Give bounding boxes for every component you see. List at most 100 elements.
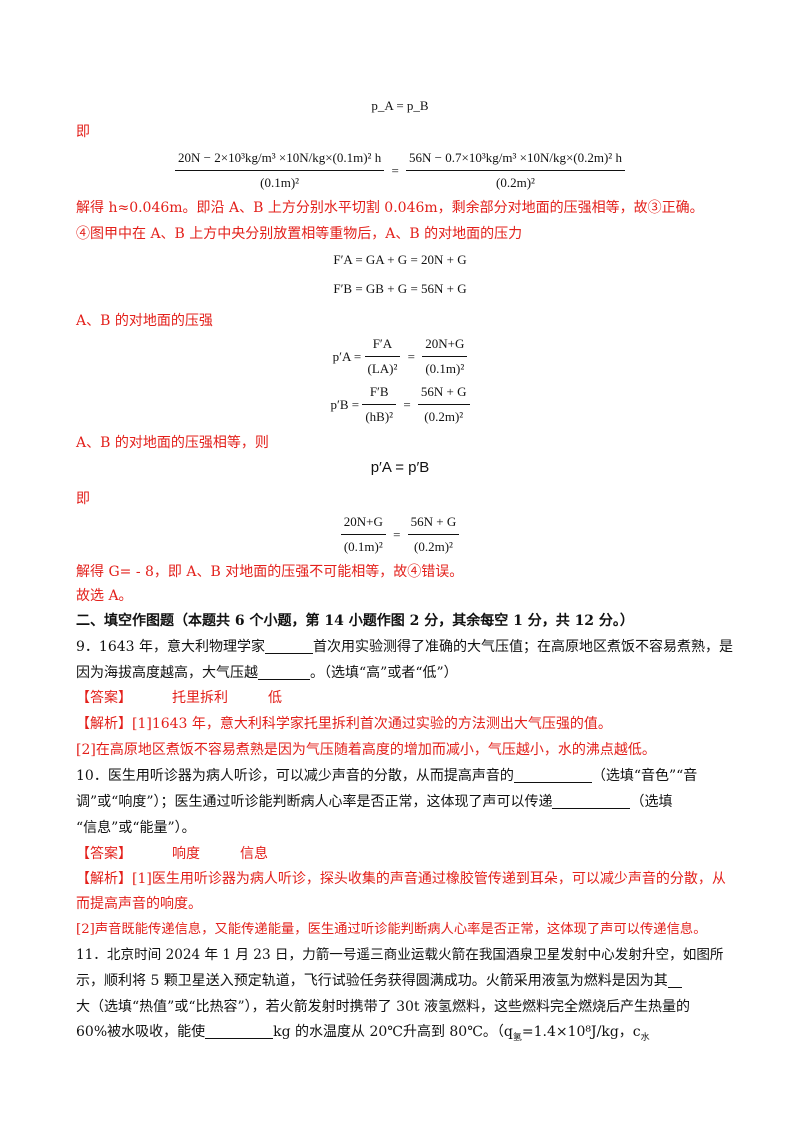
- text: [1]医生用听诊器为病人听诊，探头收集的声音通过橡胶管传递到耳朵，可以减少声音的…: [132, 871, 726, 887]
- text: 大（选填“热值”或“比热容”），若火箭发射时携带了 30t 液氢燃料，这些燃料完…: [76, 999, 690, 1015]
- question-10-explanation-1: 【解析】[1]医生用听诊器为病人听诊，探头收集的声音通过橡胶管传递到耳朵，可以减…: [76, 869, 730, 889]
- numerator: 20N − 2×10³kg/m³ ×10N/kg×(0.1m)² h: [175, 148, 385, 171]
- equals-sign: =: [403, 396, 411, 412]
- numerator: 56N − 0.7×10³kg/m³ ×10N/kg×(0.2m)² h: [406, 148, 625, 171]
- text: 首次用实验测得了准确的大气压值；在高原地区煮饭不容易煮熟，是: [313, 639, 733, 655]
- answer-blank[interactable]: [513, 768, 592, 783]
- text: [2]声音既能传递信息，又能传递能量，医生通过听诊能判断病人心率是否正常，这体现…: [76, 922, 707, 937]
- lhs: p′A =: [332, 348, 362, 364]
- numerator: 20N+G: [340, 512, 386, 535]
- answer-blank[interactable]: [667, 973, 682, 988]
- question-10-explanation-2: 而提高声音的响度。: [76, 894, 730, 914]
- equation-text: p_A = p_B: [371, 98, 429, 113]
- equation-cut-height: 20N − 2×10³kg/m³ ×10N/kg×(0.1m)² h (0.1m…: [0, 148, 800, 193]
- text-ji-2: 即: [76, 489, 730, 509]
- numerator: 56N + G: [417, 382, 470, 405]
- text: “信息”或“能量”）。: [76, 820, 196, 836]
- text: 。（选填“高”或者“低”）: [310, 665, 458, 681]
- question-11-line-1: 11．北京时间 2024 年 1 月 23 日，力箭一号遥三商业运载火箭在我国酒…: [76, 945, 730, 965]
- text-pressure-label: A、B 的对地面的压强: [76, 311, 730, 331]
- text-choose-a: 故选 A。: [76, 586, 730, 606]
- answer-blank[interactable]: [258, 665, 310, 680]
- equals-sign: =: [407, 348, 415, 364]
- explanation-tag: 【解析】: [76, 716, 132, 732]
- label: 即: [76, 124, 90, 140]
- fraction-right: 56N − 0.7×10³kg/m³ ×10N/kg×(0.2m)² h (0.…: [406, 148, 625, 193]
- denominator: (0.1m)²: [425, 361, 465, 376]
- lhs: p′B =: [330, 396, 360, 412]
- denominator: (0.2m)²: [424, 409, 464, 424]
- question-9-explanation-1: 【解析】[1]1643 年，意大利科学家托里拆利首次通过实验的方法测出大气压强的…: [76, 714, 730, 734]
- denominator: (0.2m)²: [414, 539, 453, 554]
- text: =1.4×10⁸J/kg，c: [521, 1024, 641, 1040]
- fraction: F′A (LA)²: [364, 334, 401, 379]
- text: 因为海拔高度越高，大气压越: [76, 665, 258, 681]
- label: 即: [76, 491, 90, 507]
- denominator: (0.1m)²: [260, 175, 300, 190]
- text: 故选 A。: [76, 588, 133, 604]
- text: ④图甲中在 A、B 上方中央分别放置相等重物后，A、B 的对地面的压力: [76, 226, 523, 242]
- question-9-explanation-2: [2]在高原地区煮饭不容易煮熟是因为气压随着高度的增加而减小，气压越小，水的沸点…: [76, 740, 730, 760]
- question-11-line-3: 大（选填“热值”或“比热容”），若火箭发射时携带了 30t 液氢燃料，这些燃料完…: [76, 997, 730, 1017]
- text: 11．北京时间 2024 年 1 月 23 日，力箭一号遥三商业运载火箭在我国酒…: [76, 947, 724, 963]
- numerator: 20N+G: [422, 334, 468, 357]
- text: A、B 的对地面的压强: [76, 313, 213, 329]
- equation-pressure-b: p′B = F′B (hB)² = 56N + G (0.2m)²: [0, 382, 800, 427]
- text: 调”或“响度”）；医生通过听诊能判断病人心率是否正常，这体现了声可以传递: [76, 794, 553, 810]
- equation-force-b: F′B = GB + G = 56N + G: [0, 279, 800, 299]
- question-9-line-2: 因为海拔高度越高，大气压越 。（选填“高”或者“低”）: [76, 663, 730, 683]
- fraction-left: 20N − 2×10³kg/m³ ×10N/kg×(0.1m)² h (0.1m…: [175, 148, 385, 193]
- equals-sign: =: [391, 162, 399, 178]
- answer-blank[interactable]: [552, 794, 631, 809]
- equation-pressure-a: p′A = F′A (LA)² = 20N+G (0.1m)²: [0, 334, 800, 379]
- answer-tag: 【答案】: [76, 690, 132, 706]
- denominator: (0.1m)²: [343, 539, 383, 554]
- equals-sign: =: [393, 526, 401, 542]
- text: 解得 G= - 8，即 A、B 对地面的压强不可能相等，故④错误。: [76, 564, 464, 580]
- question-11-line-2: 示，顺利将 5 颗卫星送入预定轨道，飞行试验任务获得圆满成功。火箭采用液氢为燃料…: [76, 971, 730, 991]
- fraction: 20N+G (0.1m)²: [340, 512, 386, 557]
- text: 解得 h≈0.046m。即沿 A、B 上方分别水平切割 0.046m，剩余部分对…: [76, 200, 704, 216]
- answer-1: 托里拆利: [172, 690, 228, 706]
- question-9-line-1: 9．1643 年，意大利物理学家 首次用实验测得了准确的大气压值；在高原地区煮饭不…: [76, 637, 733, 657]
- text-solution-h: 解得 h≈0.046m。即沿 A、B 上方分别水平切割 0.046m，剩余部分对…: [76, 198, 730, 218]
- text: （选填“音色”“音: [591, 768, 698, 784]
- text: p′A = p′B: [370, 459, 430, 476]
- text: kg 的水温度从 20℃升高到 80℃。（q: [273, 1024, 513, 1040]
- text: 9．1643 年，意大利物理学家: [76, 639, 265, 655]
- numerator: F′B: [362, 382, 397, 405]
- denominator: (hB)²: [365, 409, 394, 424]
- equation-pa-pb: p_A = p_B: [0, 96, 800, 116]
- equation-solve-g: 20N+G (0.1m)² = 56N + G (0.2m)²: [0, 512, 800, 557]
- fraction: F′B (hB)²: [362, 382, 397, 427]
- text: 而提高声音的响度。: [76, 896, 202, 912]
- text: 示，顺利将 5 颗卫星送入预定轨道，飞行试验任务获得圆满成功。火箭采用液氢为燃料…: [76, 973, 668, 989]
- numerator: 56N + G: [407, 512, 460, 535]
- denominator: (0.2m)²: [496, 175, 535, 190]
- answer-2: 低: [268, 690, 282, 706]
- question-10-line-2: 调”或“响度”）；医生通过听诊能判断病人心率是否正常，这体现了声可以传递 （选填: [76, 792, 730, 812]
- question-10-line-1: 10．医生用听诊器为病人听诊，可以减少声音的分散，从而提高声音的 （选填“音色”“…: [76, 766, 730, 786]
- question-10-explanation-3: [2]声音既能传递信息，又能传递能量，医生通过听诊能判断病人心率是否正常，这体现…: [76, 920, 730, 940]
- question-10-answer: 【答案】响度信息: [76, 844, 730, 864]
- text: [2]在高原地区煮饭不容易煮熟是因为气压随着高度的增加而减小，气压越小，水的沸点…: [76, 742, 656, 758]
- answer-blank[interactable]: [265, 639, 313, 654]
- text: （选填: [630, 794, 673, 810]
- equation-pa-eq-pb: p′A = p′B: [0, 458, 800, 478]
- text: A、B 的对地面的压强相等，则: [76, 435, 269, 451]
- fraction: 56N + G (0.2m)²: [417, 382, 470, 427]
- text: 二、填空作图题（本题共 6 个小题，第 14 小题作图 2 分，其余每空 1 分…: [76, 613, 634, 629]
- text: 10．医生用听诊器为病人听诊，可以减少声音的分散，从而提高声音的: [76, 768, 514, 784]
- text-pressure-equal: A、B 的对地面的压强相等，则: [76, 433, 730, 453]
- denominator: (LA)²: [367, 361, 398, 376]
- answer-blank[interactable]: [205, 1024, 274, 1039]
- numerator: F′A: [364, 334, 401, 357]
- section-2-heading: 二、填空作图题（本题共 6 个小题，第 14 小题作图 2 分，其余每空 1 分…: [76, 611, 730, 631]
- answer-1: 响度: [172, 846, 200, 862]
- text: F′B = GB + G = 56N + G: [333, 281, 467, 296]
- answer-2: 信息: [240, 846, 268, 862]
- text: F′A = GA + G = 20N + G: [333, 252, 467, 267]
- equation-force-a: F′A = GA + G = 20N + G: [0, 250, 800, 270]
